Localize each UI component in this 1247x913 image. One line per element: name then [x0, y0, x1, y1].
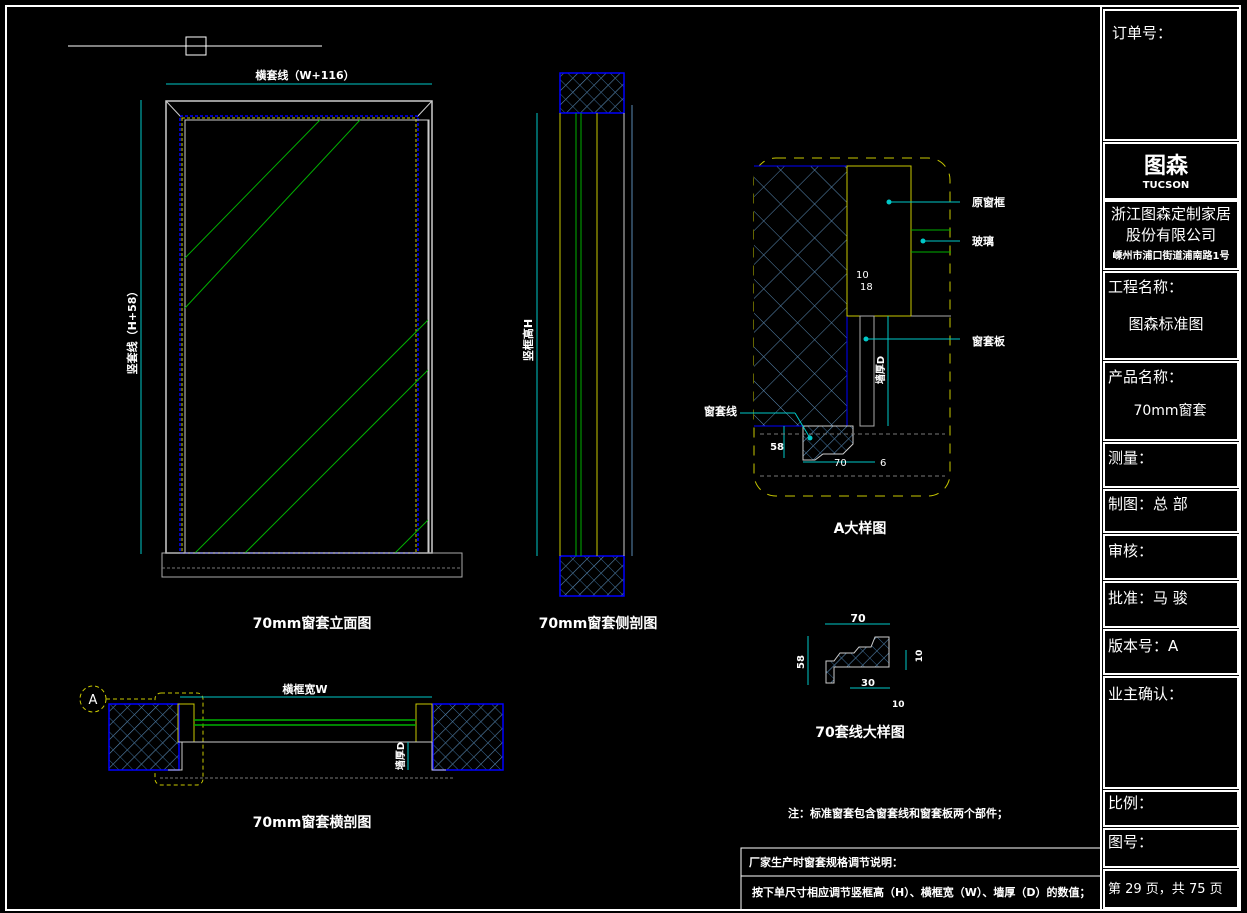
product-name: 70mm窗套	[1133, 402, 1206, 419]
svg-text:30: 30	[861, 678, 875, 689]
company-name-1: 浙江图森定制家居	[1111, 205, 1231, 223]
svg-text:18: 18	[860, 282, 873, 293]
note-table-row: 按下单尺寸相应调节竖框高（H）、横框宽（W）、墙厚（D）的数值；	[752, 885, 1090, 899]
spec-note-table: 厂家生产时窗套规格调节说明： 按下单尺寸相应调节竖框高（H）、横框宽（W）、墙厚…	[740, 847, 1102, 911]
profile-view: 70 58 30 10 10 70套线大样图	[796, 612, 925, 741]
project-name: 图森标准图	[1128, 315, 1203, 333]
logo: 图森	[1144, 153, 1189, 179]
side-dim-label: 竖框高H	[521, 319, 535, 361]
label-casing-board: 窗套板	[972, 334, 1006, 348]
svg-text:批准：马 骏: 批准：马 骏	[1108, 589, 1188, 607]
note-text: 注：标准窗套包含窗套线和窗套板两个部件；	[788, 806, 1008, 820]
title-block	[1100, 6, 1239, 910]
svg-text:制图：总 部: 制图：总 部	[1108, 495, 1188, 513]
svg-text:6: 6	[880, 458, 886, 469]
note-table-header: 厂家生产时窗套规格调节说明：	[749, 855, 903, 869]
side-section-view: 竖框高H 70mm窗套侧剖图	[521, 72, 658, 632]
svg-text:70: 70	[850, 612, 866, 625]
company-address: 嵊州市浦口街道浦南路1号	[1113, 249, 1230, 262]
detail-a-title: A大样图	[834, 520, 887, 537]
svg-text:TUCSON: TUCSON	[1143, 180, 1190, 191]
label-original-frame: 原窗框	[972, 195, 1005, 209]
plan-dim-depth: 墙厚D	[394, 742, 407, 770]
svg-text:版本号：A: 版本号：A	[1108, 637, 1179, 655]
glass-reflection-lines	[184, 119, 429, 554]
svg-text:10: 10	[856, 270, 869, 281]
plan-section-view: A 横框宽W 墙厚D 70mm窗套横剖图	[79, 682, 504, 831]
dim-width-label: 横套线（W+116）	[255, 68, 354, 82]
svg-text:58: 58	[796, 655, 807, 669]
svg-text:产品名称：: 产品名称：	[1108, 368, 1183, 386]
detail-dim-wall: 墙厚D	[874, 356, 887, 384]
elevation-title: 70mm窗套立面图	[253, 615, 372, 632]
svg-text:业主确认：: 业主确认：	[1108, 685, 1183, 703]
company-name-2: 股份有限公司	[1126, 226, 1216, 244]
svg-text:工程名称：: 工程名称：	[1108, 278, 1183, 296]
plan-section-title: 70mm窗套横剖图	[253, 814, 372, 831]
plan-dim-width: 横框宽W	[282, 682, 327, 696]
svg-text:比例：: 比例：	[1108, 794, 1153, 812]
label-glass: 玻璃	[972, 234, 994, 248]
order-no-label: 订单号：	[1112, 24, 1172, 42]
title-block-text: 订单号： 图森 TUCSON 浙江图森定制家居 股份有限公司 嵊州市浦口街道浦南…	[1108, 24, 1231, 897]
svg-text:测量：: 测量：	[1108, 449, 1153, 467]
svg-text:70: 70	[834, 458, 847, 469]
detail-a-view: 墙厚D 原窗框 玻璃 窗套板 窗套线 10 18 58 70 6 A大样图	[704, 157, 1006, 537]
svg-text:A: A	[89, 693, 98, 708]
svg-text:10: 10	[915, 650, 925, 663]
elevation-view: 横套线（W+116） 竖套线（H+58） 70mm窗套立面图	[125, 68, 463, 632]
label-casing-line: 窗套线	[704, 404, 737, 418]
dim-height-label: 竖套线（H+58）	[125, 286, 139, 375]
profile-title: 70套线大样图	[815, 724, 904, 741]
side-section-title: 70mm窗套侧剖图	[539, 615, 658, 632]
scale-marker	[185, 36, 207, 56]
svg-text:图号：: 图号：	[1108, 833, 1153, 851]
svg-text:58: 58	[770, 442, 784, 453]
svg-text:10: 10	[892, 700, 905, 710]
page-number: 第 29 页，共 75 页	[1108, 882, 1223, 897]
svg-text:审核：: 审核：	[1108, 542, 1153, 560]
drawing-border	[5, 5, 1241, 911]
